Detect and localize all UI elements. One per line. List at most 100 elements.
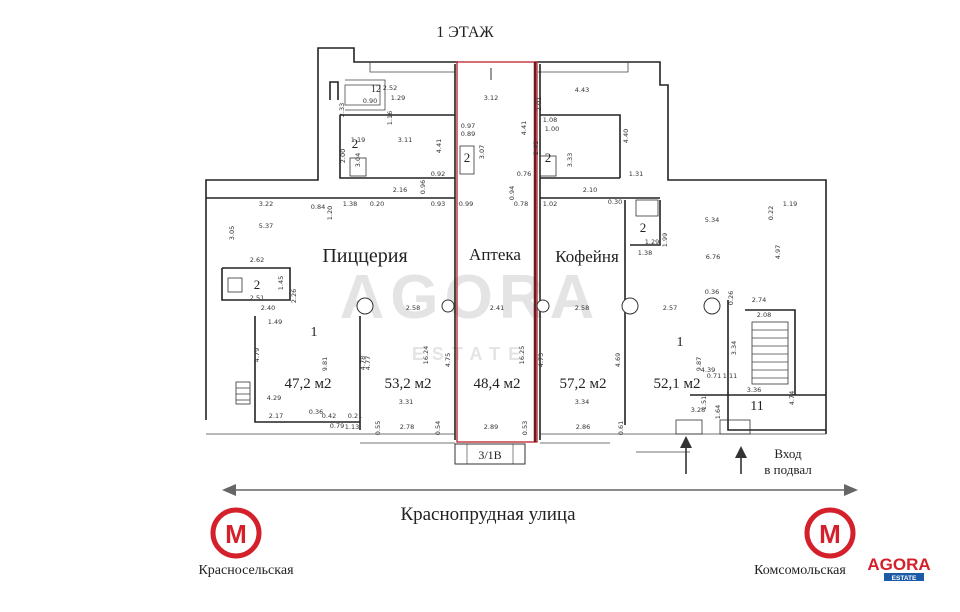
room-number: 11 [750,399,763,414]
dimension-label: 4.73 [537,353,545,367]
entrance-arrows [490,68,747,474]
dimension-label: 2.57 [663,304,677,312]
dimension-label: 2.01 [535,97,543,111]
room-number: 2 [545,150,552,165]
dimension-label: 0.97 [461,122,475,130]
dimension-label: 1.38 [638,249,652,257]
dimension-label: 2.58 [575,304,589,312]
dimension-label: 0.20 [370,200,384,208]
dimension-label: 0.76 [517,170,531,178]
dimension-label: 9.87 [695,357,703,371]
dimension-label: 1.49 [268,318,282,326]
metro-station-right: Комсомольская [754,563,846,578]
dimension-label: 0.53 [521,421,529,435]
metro-icon-left: М [210,507,262,559]
basement-entrance-line1: Вход [774,446,802,461]
dimension-label: 1.16 [386,111,394,125]
dimension-label: 1.00 [545,125,559,133]
room-number: 1 [311,325,318,340]
agora-logo-sub: ESTATE [892,575,917,582]
dimension-label: 2.00 [339,149,347,163]
room-numbers: 1 1 2 2 2 2 2 12 11 [254,84,764,414]
dimension-label: 4.69 [614,353,622,367]
dimension-label: 3.07 [478,145,486,159]
dimension-label: 2.86 [576,423,590,431]
dimension-label: 0.36 [309,408,323,416]
watermark-sub: ESTATE [412,344,528,364]
column [621,297,639,315]
dimension-label: 3.34 [730,341,738,355]
staircase [235,84,789,405]
room-number: 2 [640,220,647,235]
area-coffee-1: 57,2 м2 [560,376,607,392]
dimension-label: 0.61 [617,421,625,435]
dimension-label: 3.34 [575,398,589,406]
dimension-label: 0.79 [330,422,344,430]
facade-windows [206,419,826,453]
dimension-label: 3.31 [399,398,413,406]
room-number: 2 [464,150,471,165]
area-pharmacy: 48,4 м2 [474,376,521,392]
dimension-label: 0.90 [363,97,377,105]
watermark-text: AGORA [340,263,601,332]
unit-code-tag: 3/1В [454,443,526,465]
dimension-label: 1.38 [343,200,357,208]
dimension-label: 0.78 [514,200,528,208]
dimension-label: 1.11 [723,372,737,380]
room-number: 2 [352,136,359,151]
dimension-label: 1.29 [645,238,659,246]
dimension-label: 2.40 [261,304,275,312]
column [536,299,550,313]
room-number: 2 [254,277,261,292]
dimension-label: 0.54 [434,421,442,435]
dimension-label: 4.97 [774,245,782,259]
inner-walls [206,64,826,440]
street-name: Краснопрудная улица [400,504,576,525]
area-coffee-2: 52,1 м2 [654,376,701,392]
dimension-label: 2.41 [532,141,540,155]
dimension-label: 5.34 [705,216,719,224]
dimension-label: 0.26 [727,291,735,305]
dimension-label: 0.42 [322,412,336,420]
dimension-label: 4.75 [444,353,452,367]
dimension-label: 2.62 [250,256,264,264]
dimension-label: 4.77 [364,356,372,370]
metro-icon-right: М [804,507,856,559]
agora-logo-text: AGORA [867,555,930,574]
dimension-label: 4.43 [575,86,589,94]
floor-title: 1 ЭТАЖ [436,24,494,41]
dimension-label: 1.19 [351,136,365,144]
dimension-label: 1.08 [543,116,557,124]
dimension-label: 0.92 [431,170,445,178]
agora-logo: AGORA ESTATE [850,553,948,583]
dimension-label: 3.22 [259,200,273,208]
dimension-label: 4.78 [359,356,367,370]
unit-name-coffee: Кофейня [555,247,619,266]
dimension-label: 0.21 [348,412,362,420]
metro-symbol-right: М [819,519,841,549]
building-outline [205,47,827,434]
dimension-label: 3.33 [566,153,574,167]
basement-entrance-line2: в подвал [764,462,812,477]
dimension-label: 1.02 [543,200,557,208]
columns [356,297,721,315]
dimension-label: 2.89 [484,423,498,431]
dimension-label: 0.30 [608,198,622,206]
dimension-label: 5.37 [259,222,273,230]
room-number: 1 [677,335,684,350]
dimension-label: 0.84 [311,203,325,211]
dimension-label: 0.96 [419,180,427,194]
dimension-label: 9.81 [321,357,329,371]
street-arrow [222,484,858,496]
dimension-label: 3.36 [747,386,761,394]
dimension-label: 2.26 [290,289,298,303]
dimension-label: 4.39 [701,366,715,374]
unit-name-pharmacy: Аптека [469,245,521,264]
pharmacy-outline [456,61,538,443]
dimension-label: 3.12 [484,94,498,102]
dimension-label: 16.25 [518,346,526,365]
dimension-label: 1.64 [714,405,722,419]
dimension-label: 1.31 [629,170,643,178]
dimension-label: 1.19 [783,200,797,208]
